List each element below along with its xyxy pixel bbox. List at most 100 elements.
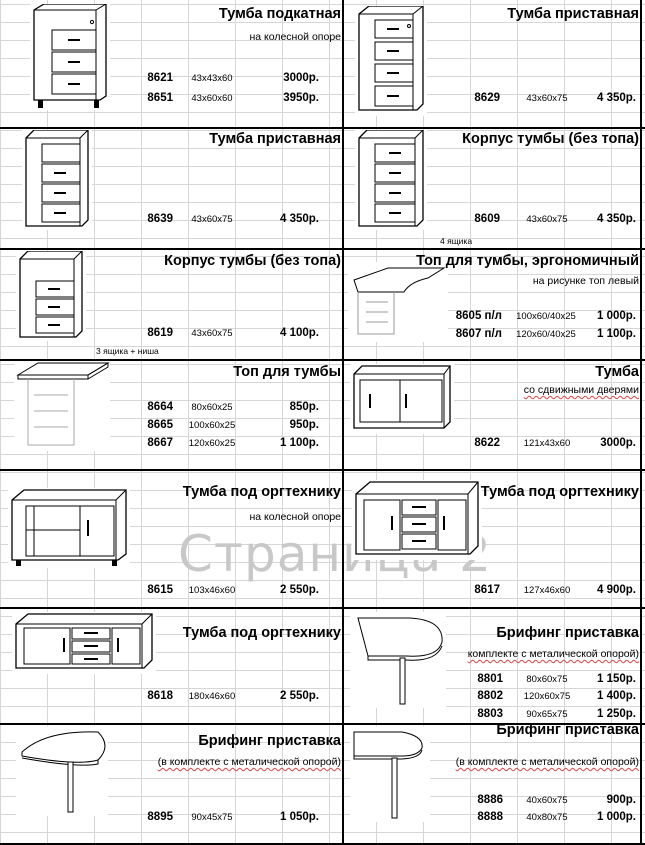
office-equipment-stand-illustration bbox=[8, 488, 130, 568]
row-divider bbox=[0, 723, 645, 725]
side-pedestal-open-illustration bbox=[22, 130, 92, 230]
product-title: Брифинг приставка bbox=[496, 722, 639, 738]
row-divider bbox=[0, 469, 645, 471]
product-title: Тумба подкатная bbox=[218, 6, 341, 22]
product-price: 4 900р. bbox=[597, 584, 636, 596]
product-price: 4 100р. bbox=[280, 327, 319, 339]
row-divider bbox=[0, 359, 645, 361]
product-size: 103х46х60 bbox=[188, 585, 236, 596]
pedestal-top-illustration bbox=[14, 361, 110, 451]
small-briefing-extension-illustration bbox=[350, 726, 430, 822]
product-code: 8618 bbox=[147, 690, 173, 702]
product-price: 1 100р. bbox=[597, 328, 636, 340]
product-size: 40х80х75 bbox=[526, 812, 568, 823]
product-size: 43х60х75 bbox=[526, 214, 568, 225]
product-subtitle: комплекте с металической опорой) bbox=[467, 648, 639, 660]
product-price: 1 250р. bbox=[597, 708, 636, 720]
product-size: 120х60х75 bbox=[523, 691, 571, 702]
product-title: Топ для тумбы bbox=[233, 364, 341, 380]
product-title: Тумба под оргтехнику bbox=[182, 625, 341, 641]
product-size: 43х60х75 bbox=[191, 214, 233, 225]
pedestal-body-illustration bbox=[355, 130, 427, 230]
product-price: 1 050р. bbox=[280, 811, 319, 823]
product-price: 3000р. bbox=[283, 72, 319, 84]
ergonomic-top-illustration bbox=[348, 262, 448, 342]
product-price: 4 350р. bbox=[280, 213, 319, 225]
product-subtitle: (в комплекте с металической опорой) bbox=[157, 756, 341, 768]
product-size: 43х60х75 bbox=[191, 328, 233, 339]
product-size: 127х46х60 bbox=[523, 585, 571, 596]
product-code: 8605 п/л bbox=[455, 310, 502, 322]
product-price: 1 100р. bbox=[280, 437, 319, 449]
column-divider bbox=[342, 0, 344, 845]
product-size: 100х60/40х25 bbox=[516, 311, 576, 322]
product-price: 950р. bbox=[289, 419, 319, 431]
product-size: 43х43х60 bbox=[191, 73, 233, 84]
product-code: 8802 bbox=[477, 690, 503, 702]
product-code: 8895 bbox=[147, 811, 173, 823]
product-subtitle: на рисунке топ левый bbox=[532, 275, 639, 287]
side-pedestal-illustration bbox=[355, 6, 427, 116]
product-code: 8651 bbox=[147, 92, 173, 104]
product-price: 850р. bbox=[289, 401, 319, 413]
product-size: 121х43х60 bbox=[523, 438, 571, 449]
product-code: 8629 bbox=[474, 92, 500, 104]
product-price: 900р. bbox=[606, 794, 636, 806]
product-code: 8888 bbox=[477, 811, 503, 823]
briefing-extension-illustration bbox=[350, 612, 446, 708]
product-size: 90х65х75 bbox=[526, 709, 568, 720]
product-subtitle: со сдвижными дверями bbox=[523, 384, 639, 396]
half-round-briefing-extension-illustration bbox=[16, 726, 108, 816]
product-price: 3950р. bbox=[283, 92, 319, 104]
product-size: 120х60/40х25 bbox=[516, 329, 576, 340]
product-code: 8665 bbox=[147, 419, 173, 431]
product-price: 3000р. bbox=[600, 437, 636, 449]
product-size: 100х60х25 bbox=[188, 420, 236, 431]
product-title: Топ для тумбы, эргономичный bbox=[416, 253, 639, 269]
product-title: Брифинг приставка bbox=[496, 625, 639, 641]
product-code: 8639 bbox=[147, 213, 173, 225]
product-code: 8886 bbox=[477, 794, 503, 806]
product-size: 80х60х75 bbox=[526, 674, 568, 685]
row-divider bbox=[0, 843, 645, 845]
product-price: 1 150р. bbox=[597, 673, 636, 685]
product-code: 8617 bbox=[474, 584, 500, 596]
product-code: 8621 bbox=[147, 72, 173, 84]
product-size: 180х46х60 bbox=[188, 691, 236, 702]
row-divider bbox=[0, 607, 645, 609]
product-title: Брифинг приставка bbox=[198, 733, 341, 749]
product-price: 1 000р. bbox=[597, 310, 636, 322]
product-note: 4 ящика bbox=[440, 236, 473, 246]
product-size: 80х60х25 bbox=[191, 402, 233, 413]
sliding-door-cabinet-illustration bbox=[350, 364, 454, 434]
product-title: Тумба под оргтехнику bbox=[480, 484, 639, 500]
product-title: Корпус тумбы (без топа) bbox=[164, 253, 341, 269]
product-title: Корпус тумбы (без топа) bbox=[462, 131, 639, 147]
product-code: 8801 bbox=[477, 673, 503, 685]
product-code: 8803 bbox=[477, 708, 503, 720]
product-subtitle: на колесной опоре bbox=[249, 31, 341, 43]
row-divider bbox=[0, 248, 645, 250]
product-price: 2 550р. bbox=[280, 584, 319, 596]
pedestal-body-niche-illustration bbox=[16, 251, 86, 341]
product-title: Тумба под оргтехнику bbox=[182, 484, 341, 500]
product-title: Тумба bbox=[595, 364, 639, 380]
product-price: 4 350р. bbox=[597, 213, 636, 225]
product-code: 8622 bbox=[474, 437, 500, 449]
row-divider bbox=[0, 127, 645, 129]
product-size: 90х45х75 bbox=[191, 812, 233, 823]
product-code: 8664 bbox=[147, 401, 173, 413]
product-size: 120х60х25 bbox=[188, 438, 236, 449]
product-title: Тумба приставная bbox=[507, 6, 639, 22]
product-code: 8619 bbox=[147, 327, 173, 339]
product-price: 1 400р. bbox=[597, 690, 636, 702]
product-price: 4 350р. bbox=[597, 92, 636, 104]
product-code: 8667 bbox=[147, 437, 173, 449]
product-code: 8609 bbox=[474, 213, 500, 225]
product-subtitle: (в комплекте с металической опорой) bbox=[455, 756, 639, 768]
product-subtitle: на колесной опоре bbox=[249, 511, 341, 523]
product-code: 8607 п/л bbox=[455, 328, 502, 340]
product-size: 40х60х75 bbox=[526, 795, 568, 806]
product-title: Тумба приставная bbox=[209, 131, 341, 147]
product-price: 2 550р. bbox=[280, 690, 319, 702]
